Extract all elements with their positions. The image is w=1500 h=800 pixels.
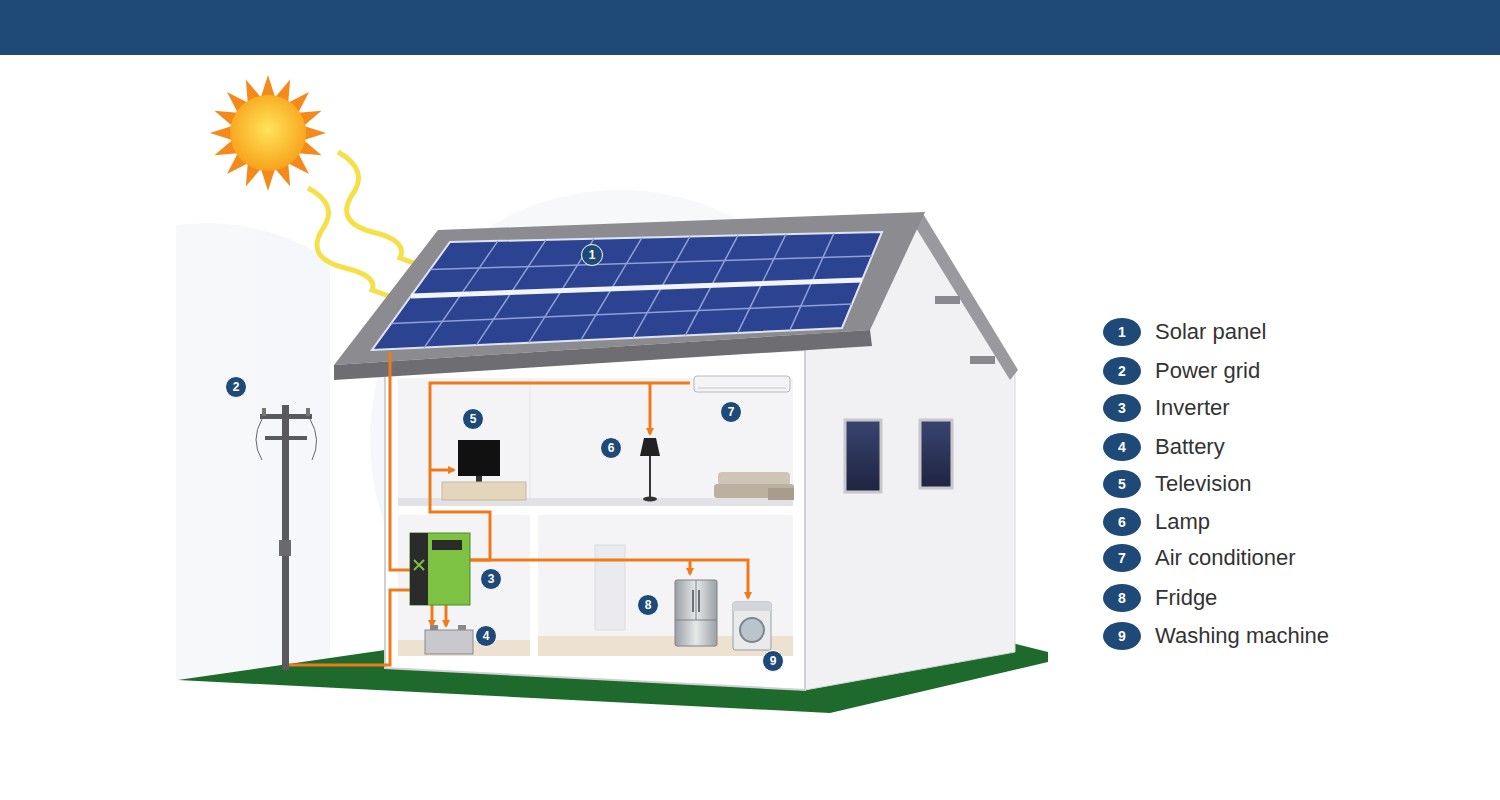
- legend-label: Power grid: [1155, 359, 1260, 383]
- roof-bracket: [970, 356, 995, 364]
- legend-label: Battery: [1155, 435, 1225, 459]
- callout-number: 2: [225, 376, 247, 398]
- callout-number: 8: [637, 594, 659, 616]
- inverter: [410, 533, 470, 605]
- sofa: [714, 472, 794, 500]
- callout-text: 4: [483, 630, 490, 642]
- callout-text: 8: [645, 599, 652, 611]
- header-bar: [0, 0, 1500, 55]
- legend-row: 5 Television: [1103, 470, 1252, 498]
- lower-room: [538, 515, 793, 655]
- door: [595, 545, 625, 630]
- legend-number: 3: [1103, 394, 1141, 422]
- legend-number: 1: [1103, 318, 1141, 346]
- legend-row: 8 Fridge: [1103, 584, 1217, 612]
- callout-number: 4: [475, 625, 497, 647]
- sun-ray: [338, 152, 428, 268]
- callout-number: 3: [480, 568, 502, 590]
- gable-trim: [916, 212, 1018, 380]
- house-front-wall: [385, 350, 805, 690]
- callout-text: 3: [488, 573, 495, 585]
- legend-number: 9: [1103, 622, 1141, 650]
- callout-number: 1: [581, 244, 603, 266]
- legend-label: Television: [1155, 472, 1252, 496]
- power-pole: [256, 405, 317, 670]
- legend-number: 5: [1103, 470, 1141, 498]
- callout-number: 9: [762, 650, 784, 672]
- legend-row: 4 Battery: [1103, 433, 1225, 461]
- legend-number: 6: [1103, 508, 1141, 536]
- solar-panel-array: [372, 232, 882, 350]
- legend-number: 7: [1103, 544, 1141, 572]
- upper-room: [398, 378, 793, 498]
- television: [442, 440, 526, 500]
- wiring: [289, 352, 748, 665]
- window: [920, 420, 952, 488]
- sun: [210, 75, 326, 191]
- callout-text: 1: [589, 249, 596, 261]
- legend-row: 9 Washing machine: [1103, 622, 1329, 650]
- fridge: [675, 580, 717, 646]
- battery: [425, 625, 473, 654]
- callout-text: 2: [233, 381, 240, 393]
- roof-bracket: [935, 296, 960, 304]
- legend-number: 2: [1103, 357, 1141, 385]
- legend-row: 3 Inverter: [1103, 394, 1230, 422]
- legend-number: 4: [1103, 433, 1141, 461]
- callout-number: 7: [720, 401, 742, 423]
- callout-text: 6: [608, 442, 615, 454]
- air-conditioner: [694, 376, 790, 392]
- legend-label: Inverter: [1155, 396, 1230, 420]
- legend-label: Fridge: [1155, 586, 1217, 610]
- window: [845, 420, 881, 492]
- sun-ray: [308, 188, 400, 300]
- callout-text: 7: [728, 406, 735, 418]
- callout-number: 6: [600, 437, 622, 459]
- legend-row: 1 Solar panel: [1103, 318, 1266, 346]
- legend-label: Washing machine: [1155, 624, 1329, 648]
- legend-number: 8: [1103, 584, 1141, 612]
- floor-lamp: [640, 438, 660, 502]
- legend-row: 6 Lamp: [1103, 508, 1210, 536]
- legend-row: 7 Air conditioner: [1103, 544, 1296, 572]
- callout-number: 5: [462, 408, 484, 430]
- callout-text: 5: [470, 413, 477, 425]
- washing-machine: [733, 602, 771, 650]
- callout-text: 9: [770, 655, 777, 667]
- legend-row: 2 Power grid: [1103, 357, 1260, 385]
- legend-label: Solar panel: [1155, 320, 1266, 344]
- legend-label: Air conditioner: [1155, 546, 1296, 570]
- lower-room: [398, 515, 530, 655]
- legend-label: Lamp: [1155, 510, 1210, 534]
